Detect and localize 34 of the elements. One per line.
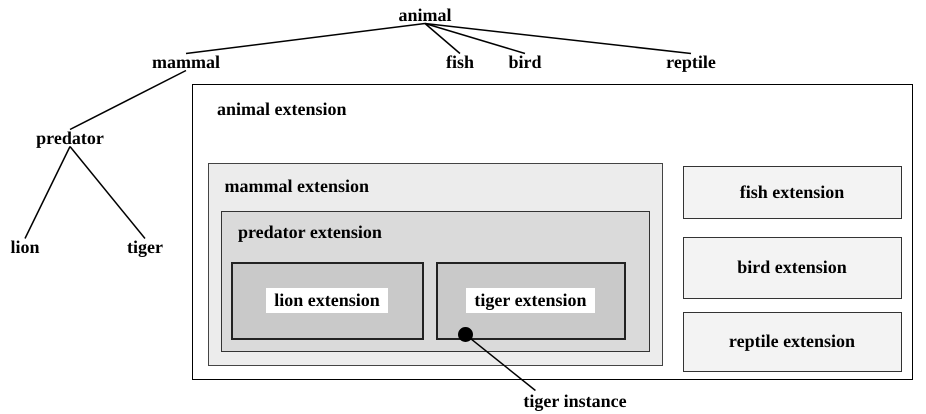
container-box — [221, 211, 650, 352]
tree-line — [69, 146, 146, 239]
tree-line — [70, 70, 186, 130]
tree-line — [424, 22, 526, 54]
tree-line — [24, 146, 71, 239]
instance-dot — [458, 327, 473, 342]
extension-box — [230, 262, 424, 340]
tree-line — [186, 22, 426, 54]
node-label: tiger instance — [523, 390, 627, 412]
box-heading: predator extension — [238, 222, 382, 243]
extension-box — [682, 166, 902, 218]
node-label: predator — [36, 128, 104, 148]
extension-box — [682, 236, 902, 298]
node-label: reptile — [666, 52, 716, 72]
leader-line — [470, 338, 536, 392]
node-label: lion — [10, 236, 40, 258]
node-label: fish — [446, 52, 474, 72]
container-box — [192, 84, 913, 380]
box-heading: tiger extension — [466, 288, 595, 313]
node-label: animal — [398, 4, 452, 26]
box-heading: animal extension — [217, 99, 347, 120]
box-heading: bird extension — [737, 257, 847, 278]
node-label: mammal — [152, 52, 220, 72]
box-heading: mammal extension — [224, 176, 369, 196]
box-heading: fish extension — [740, 182, 844, 202]
extension-box — [682, 312, 902, 372]
box-heading: lion extension — [266, 288, 388, 313]
tree-line — [424, 22, 692, 54]
extension-box — [436, 262, 626, 340]
tree-line — [424, 22, 460, 54]
node-label: tiger — [127, 236, 163, 258]
container-box — [208, 162, 662, 366]
node-label: bird — [508, 52, 542, 72]
box-heading: reptile extension — [728, 331, 856, 352]
